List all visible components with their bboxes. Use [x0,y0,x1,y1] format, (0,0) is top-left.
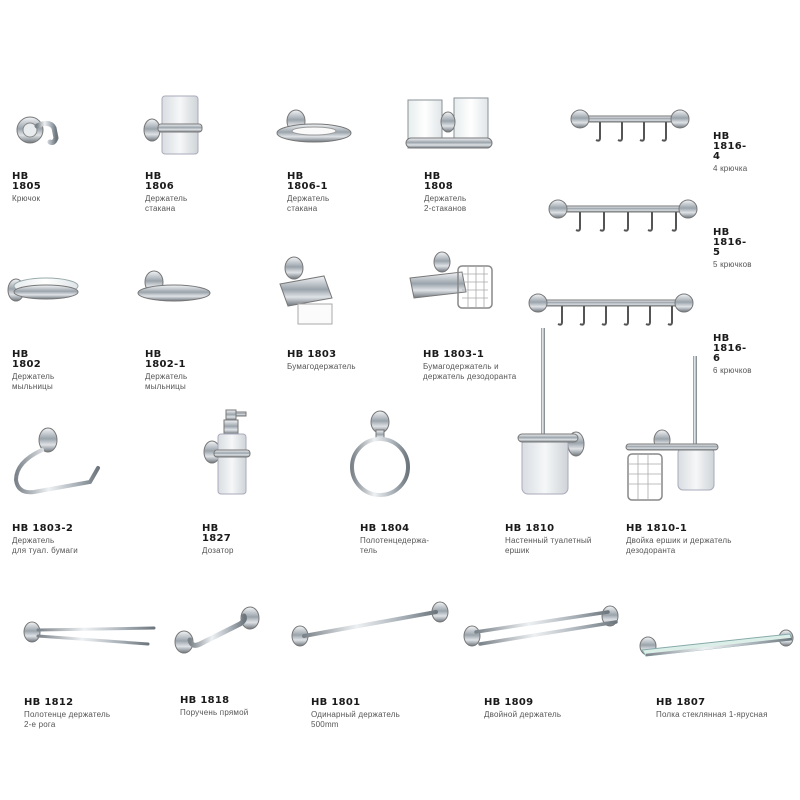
product-description: Настенный туалетный ершик [505,536,592,555]
product-description: 5 крючков [713,260,752,269]
product-description: Держатель 2-стаканов [424,194,467,213]
product-description: Крючок [12,194,41,203]
grab-bar-image [172,604,262,656]
product-code: HB 1816-5 [713,227,747,258]
double-towel-bar-image [462,604,624,652]
double-glass-holder-image [404,96,494,156]
product-code: HB 1816-6 [713,333,747,364]
product-description: 4 крючка [713,164,748,173]
hook-rail-4-image [570,104,690,149]
product-code: HB 1803-2 [12,523,74,534]
paper-and-deodorant-holder-image [406,250,496,315]
product-description: Поручень прямой [180,708,249,717]
glass-shelf-image [636,628,796,658]
product-code: HB 1806 [145,171,175,192]
paper-holder-image [274,254,344,329]
product-description: Держатель для туал. бумаги [12,536,78,555]
toilet-brush-image [512,326,592,501]
product-code: HB 1827 [202,523,232,544]
product-description: Держатель мыльницы [145,372,188,391]
product-code: HB 1818 [180,695,230,706]
product-code: HB 1809 [484,697,534,708]
product-description: Полотенце держатель 2-е рога [24,710,111,729]
glass-holder-image [140,92,210,160]
product-code: HB 1803-1 [423,349,485,360]
single-towel-bar-image [290,600,450,648]
product-description: Держатель стакана [287,194,330,213]
toilet-paper-holder-image [10,420,102,500]
product-description: Бумагодержатель и держатель дезодоранта [423,362,517,381]
product-code: HB 1810 [505,523,555,534]
product-description: 6 крючков [713,366,752,375]
soap-dish-image [134,266,214,306]
hook-rail-5-image [548,194,698,239]
double-arm-towel-bar-image [20,618,160,650]
product-code: HB 1816-4 [713,131,747,162]
product-description: Двойной держатель [484,710,562,719]
product-code: HB 1801 [311,697,361,708]
product-description: Двойка ершик и держатель дезодоранта [626,536,732,555]
brush-and-deodorant-holder-image [624,354,724,504]
tumbler-holder-image [274,106,354,146]
product-description: Полотенцедержа- тель [360,536,430,555]
product-code: HB 1804 [360,523,410,534]
product-code: HB 1808 [424,171,454,192]
product-code: HB 1812 [24,697,74,708]
product-description: Бумагодержатель [287,362,356,371]
soap-dish-image [4,270,84,310]
product-code: HB 1802-1 [145,349,186,370]
product-code: HB 1802 [12,349,42,370]
product-description: Дозатор [202,546,234,555]
product-code: HB 1810-1 [626,523,688,534]
soap-dispenser-image [200,408,260,500]
product-code: HB 1807 [656,697,706,708]
towel-ring-image [350,410,420,502]
hook-image [10,108,70,153]
product-description: Одинарный держатель 500mm [311,710,400,729]
product-description: Держатель стакана [145,194,188,213]
hook-rail-6-image [528,288,694,333]
product-code: HB 1805 [12,171,42,192]
product-code: HB 1806-1 [287,171,328,192]
product-description: Полка стеклянная 1-ярусная [656,710,768,719]
product-code: HB 1803 [287,349,337,360]
product-description: Держатель мыльницы [12,372,55,391]
